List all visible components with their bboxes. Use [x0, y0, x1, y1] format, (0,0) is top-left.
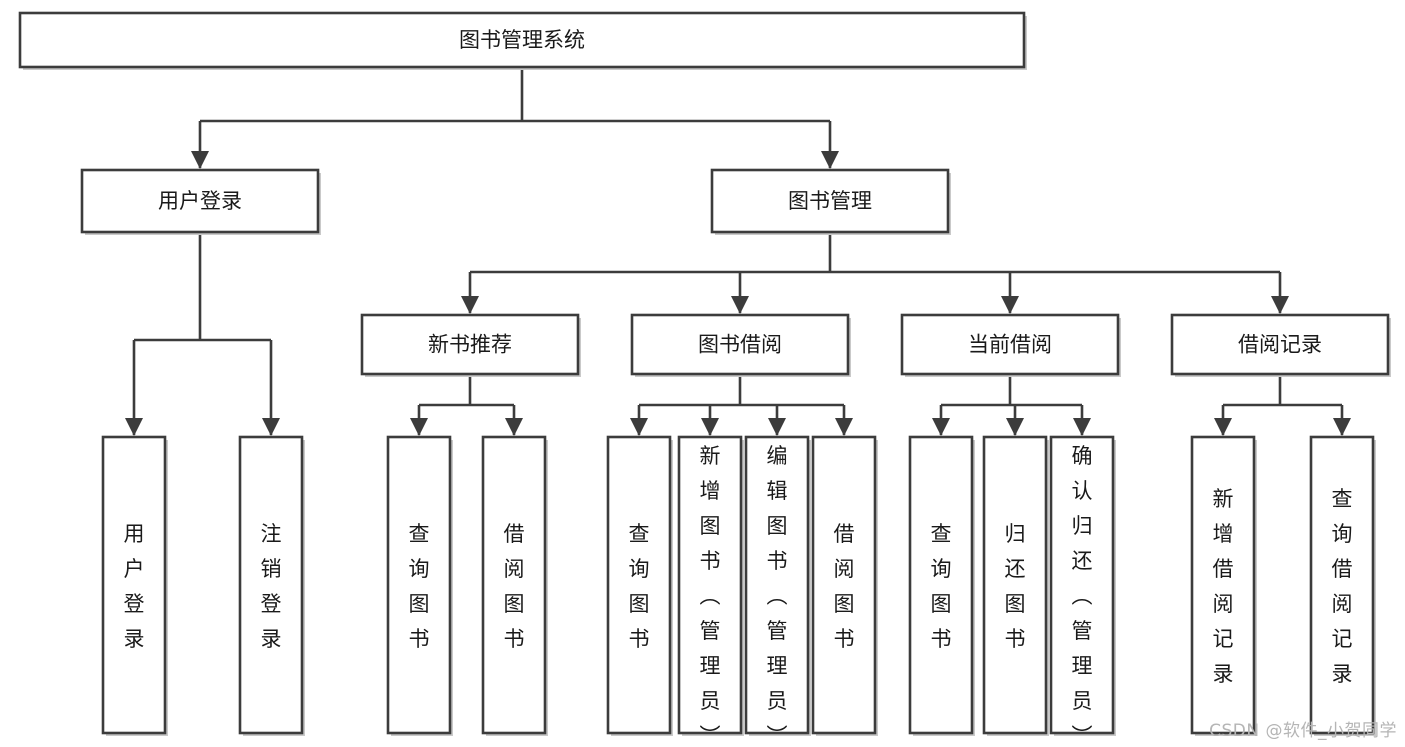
node-box-l3-3[interactable]	[1170, 313, 1390, 376]
node-layer: 图书管理系统用户登录图书管理新书推荐图书借阅当前借阅借阅记录用户登录注销登录查询…	[18, 11, 1391, 747]
node-box-l3-2[interactable]	[900, 313, 1120, 376]
node-box-leaf-11[interactable]	[1190, 435, 1256, 735]
arrow-head-icon	[821, 151, 839, 169]
node-label-l3-1: 图书借阅	[698, 333, 782, 357]
connector-layer	[125, 67, 1351, 436]
node-label-leaf-7: 借阅图书	[834, 522, 855, 651]
arrow-head-icon	[1271, 296, 1289, 314]
node-box-leaf-0[interactable]	[101, 435, 167, 735]
node-box-leaf-12[interactable]	[1309, 435, 1375, 735]
node-box-l2-1[interactable]	[710, 168, 950, 234]
node-label-leaf-10: 确认归还︵管理员︶	[1072, 444, 1093, 747]
arrow-head-icon	[125, 418, 143, 436]
arrow-head-icon	[835, 418, 853, 436]
node-box-l2-0[interactable]	[80, 168, 320, 234]
node-label-leaf-1: 注销登录	[261, 522, 282, 651]
node-label-l3-0: 新书推荐	[428, 333, 512, 357]
arrow-head-icon	[262, 418, 280, 436]
node-label-l2-0: 用户登录	[158, 189, 242, 213]
node-box-leaf-6[interactable]	[744, 435, 810, 735]
node-box-leaf-4[interactable]	[606, 435, 672, 735]
arrow-head-icon	[1333, 418, 1351, 436]
node-label-leaf-2: 查询图书	[409, 522, 430, 651]
node-label-leaf-11: 新增借阅记录	[1213, 487, 1234, 686]
node-label-l2-1: 图书管理	[788, 189, 872, 213]
node-label-l3-3: 借阅记录	[1238, 333, 1322, 357]
node-label-l3-2: 当前借阅	[968, 333, 1052, 357]
node-box-leaf-7[interactable]	[811, 435, 877, 735]
arrow-head-icon	[505, 418, 523, 436]
node-box-leaf-8[interactable]	[908, 435, 974, 735]
node-box-leaf-10[interactable]	[1049, 435, 1115, 735]
arrow-head-icon	[461, 296, 479, 314]
node-label-leaf-0: 用户登录	[124, 522, 145, 651]
node-label-leaf-4: 查询图书	[629, 522, 650, 651]
arrow-head-icon	[731, 296, 749, 314]
node-label-root-0: 图书管理系统	[459, 28, 585, 52]
arrow-head-icon	[1001, 296, 1019, 314]
node-box-leaf-3[interactable]	[481, 435, 547, 735]
node-label-leaf-6: 编辑图书︵管理员︶	[767, 444, 788, 747]
node-box-l3-1[interactable]	[630, 313, 850, 376]
node-box-leaf-2[interactable]	[386, 435, 452, 735]
node-label-leaf-5: 新增图书︵管理员︶	[700, 444, 721, 747]
node-box-leaf-1[interactable]	[238, 435, 304, 735]
arrow-head-icon	[1006, 418, 1024, 436]
node-label-leaf-3: 借阅图书	[504, 522, 525, 651]
arrow-head-icon	[1214, 418, 1232, 436]
node-box-leaf-5[interactable]	[677, 435, 743, 735]
node-label-leaf-12: 查询借阅记录	[1332, 487, 1353, 686]
node-box-leaf-9[interactable]	[982, 435, 1048, 735]
node-box-root-0[interactable]	[18, 11, 1026, 69]
node-label-leaf-8: 查询图书	[931, 522, 952, 651]
arrow-head-icon	[191, 151, 209, 169]
node-box-l3-0[interactable]	[360, 313, 580, 376]
arrow-head-icon	[410, 418, 428, 436]
arrow-head-icon	[932, 418, 950, 436]
arrow-head-icon	[630, 418, 648, 436]
arrow-head-icon	[768, 418, 786, 436]
arrow-head-icon	[1073, 418, 1091, 436]
node-label-leaf-9: 归还图书	[1005, 522, 1026, 651]
arrow-head-icon	[701, 418, 719, 436]
